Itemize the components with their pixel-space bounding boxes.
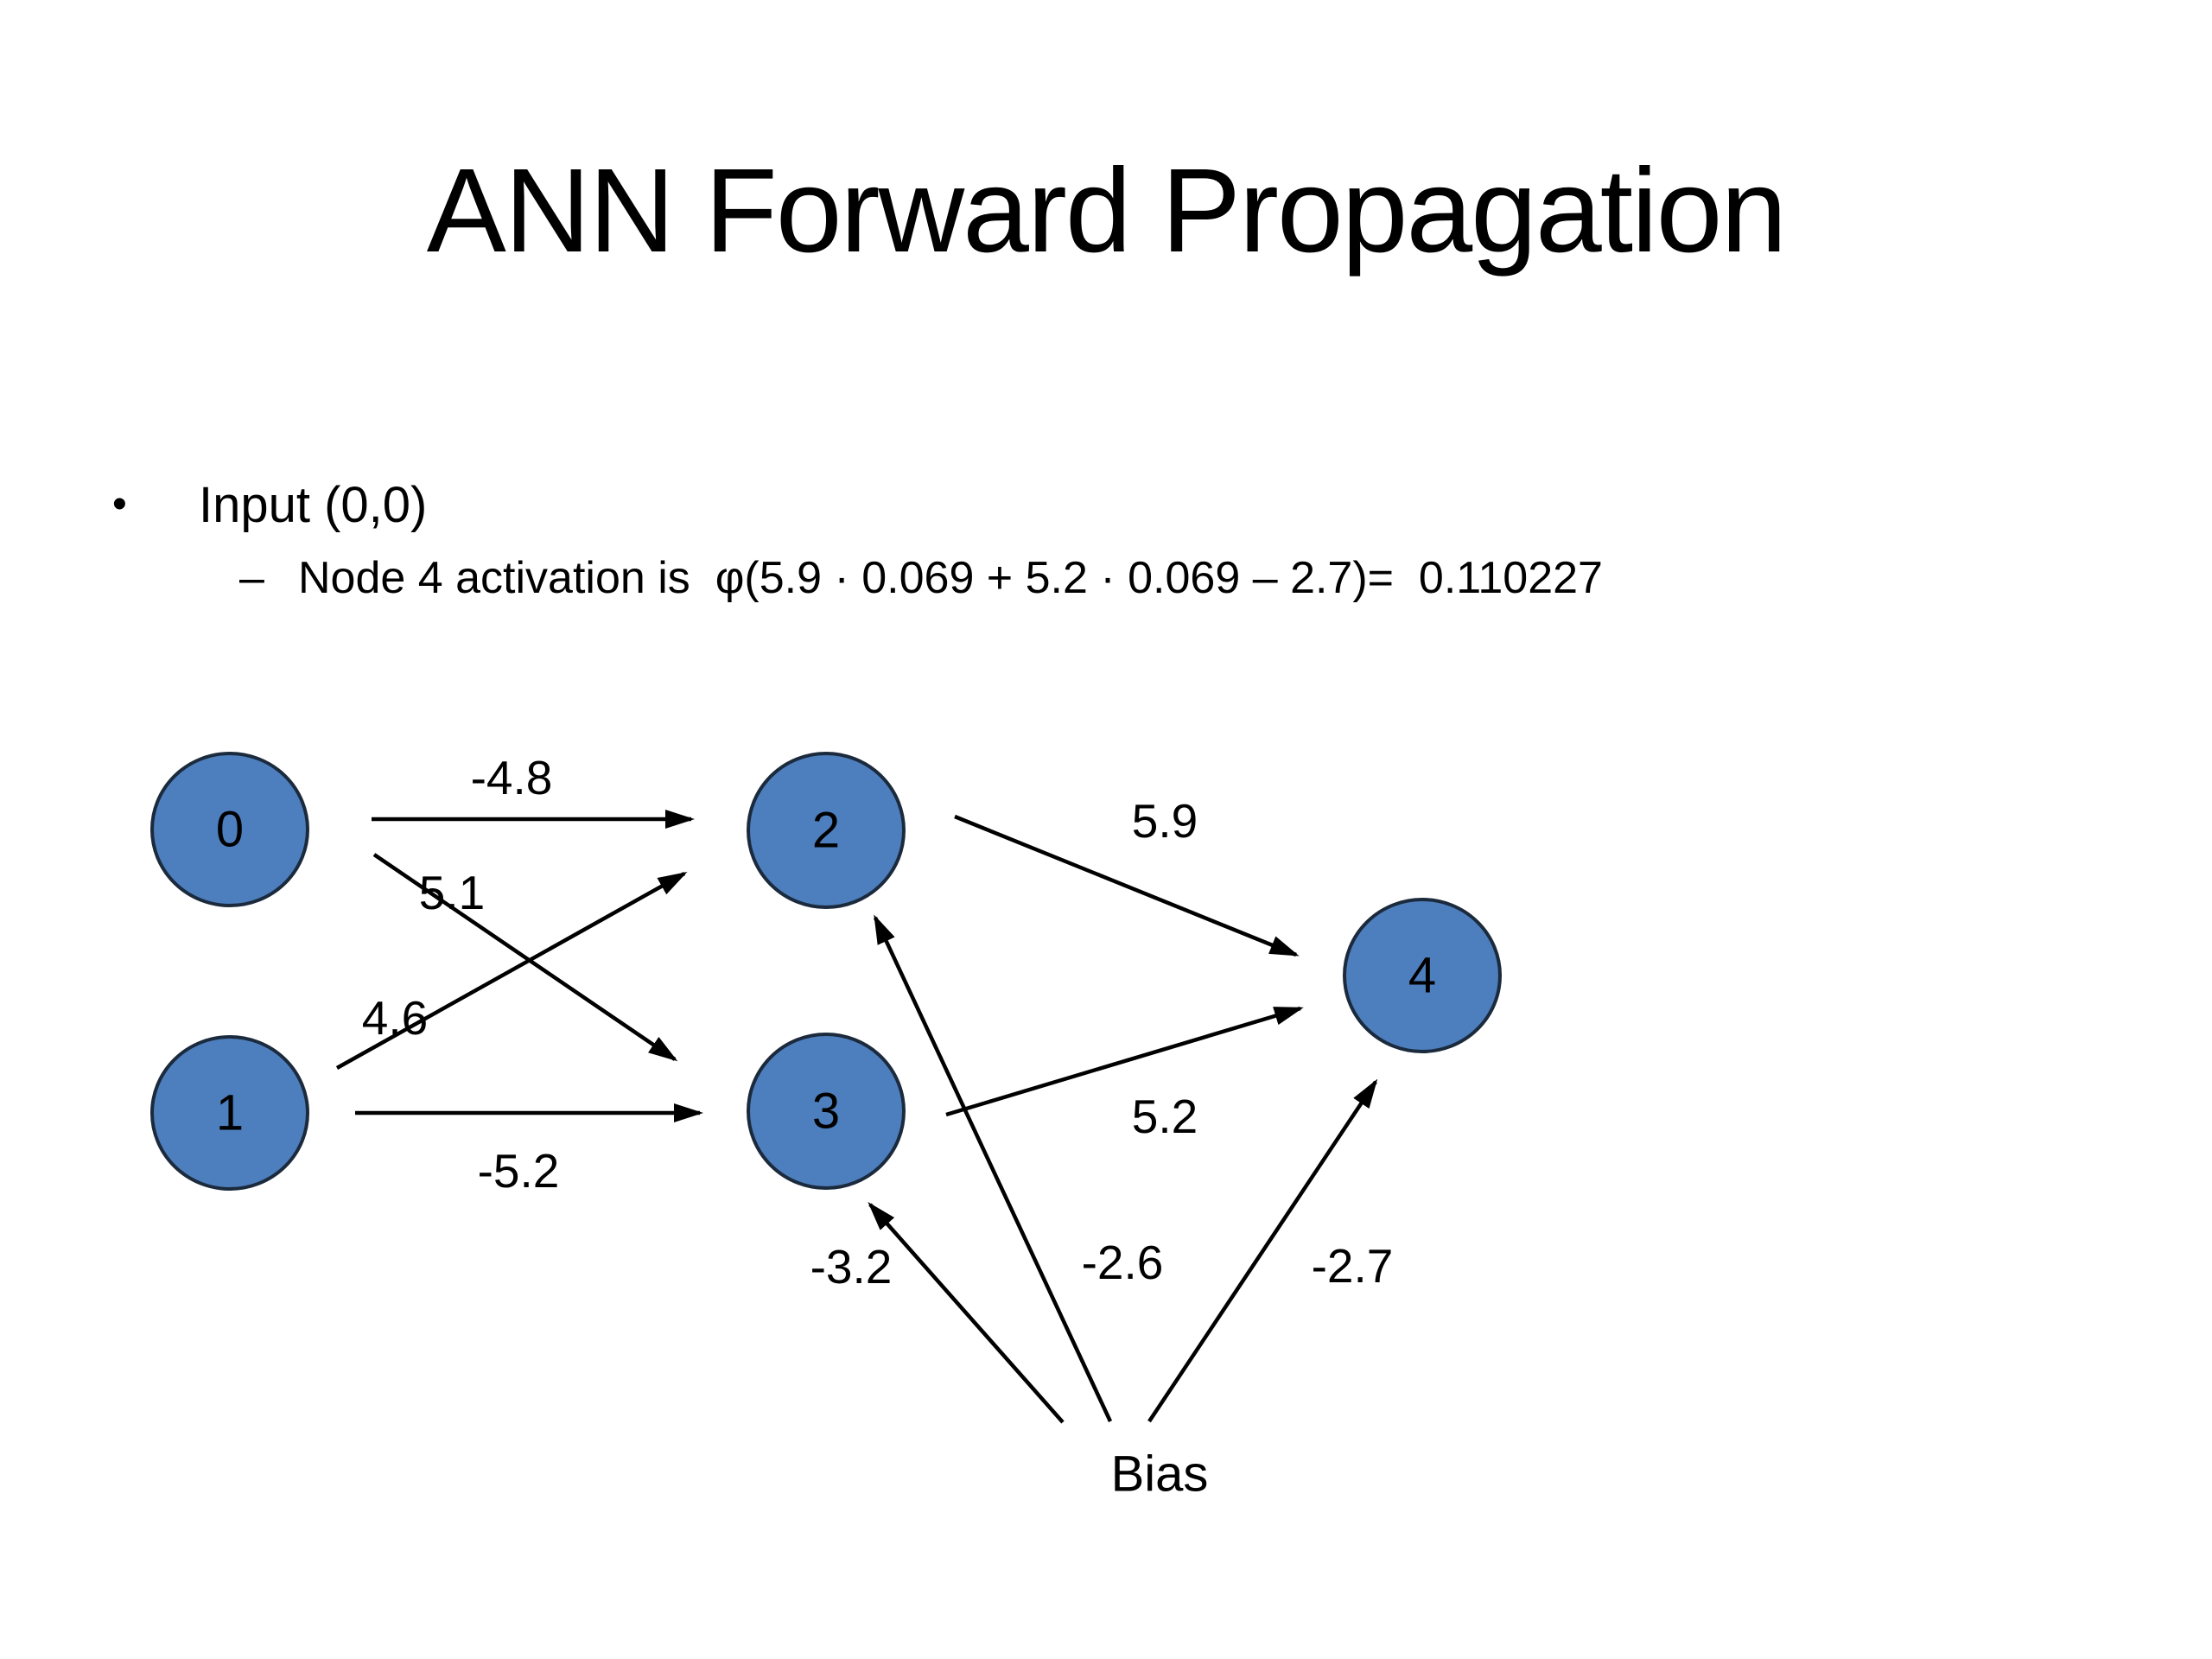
edge-weight-bias-to-2: -2.6 — [1082, 1236, 1164, 1289]
bullet-dot-marker: • — [112, 481, 127, 527]
edge-bias-to-2 — [873, 914, 1113, 1422]
node-0-label: 0 — [216, 802, 244, 858]
edge-2-to-4 — [954, 814, 1300, 957]
edge-0-to-3 — [372, 853, 678, 1062]
node-0-circle — [150, 752, 309, 907]
node-1-circle — [150, 1035, 309, 1191]
bullet-item-input: • Input (0,0) — [112, 477, 427, 535]
edge-weight-1-to-2: 4.6 — [362, 991, 428, 1045]
edge-weight-1-to-3: -5.2 — [478, 1144, 560, 1198]
edge-weight-0-to-2: -4.8 — [471, 751, 553, 804]
node-4-label: 4 — [1408, 948, 1436, 1004]
edge-weight-bias-to-3: -3.2 — [810, 1240, 893, 1294]
edge-1-to-2 — [335, 872, 688, 1070]
bullet-item-node4-activation: – Node 4 activation is φ(5.9 · 0.069 + 5… — [239, 553, 1603, 605]
edge-weight-bias-to-4: -2.7 — [1312, 1239, 1394, 1293]
slide-title: ANN Forward Propagation — [426, 144, 1787, 277]
bias-label: Bias — [1111, 1446, 1209, 1503]
edge-weight-3-to-4: 5.2 — [1132, 1090, 1198, 1143]
edge-3-to-4 — [945, 1006, 1304, 1117]
edge-bias-to-3 — [868, 1202, 1065, 1424]
bullet-text-input: Input (0,0) — [199, 477, 428, 533]
bullet-text-node4-activation: Node 4 activation is φ(5.9 · 0.069 + 5.2… — [298, 553, 1603, 603]
node-3-label: 3 — [812, 1084, 840, 1140]
node-1-label: 1 — [216, 1085, 244, 1141]
edge-weight-0-to-3: 5.1 — [419, 866, 485, 919]
edge-bias-to-4 — [1147, 1078, 1378, 1423]
node-2-label: 2 — [812, 803, 840, 859]
edge-weight-2-to-4: 5.9 — [1132, 794, 1198, 848]
node-2-circle — [747, 752, 906, 909]
node-3-circle — [747, 1033, 906, 1190]
node-4-circle — [1343, 898, 1502, 1053]
bullet-dash-marker: – — [239, 553, 264, 603]
